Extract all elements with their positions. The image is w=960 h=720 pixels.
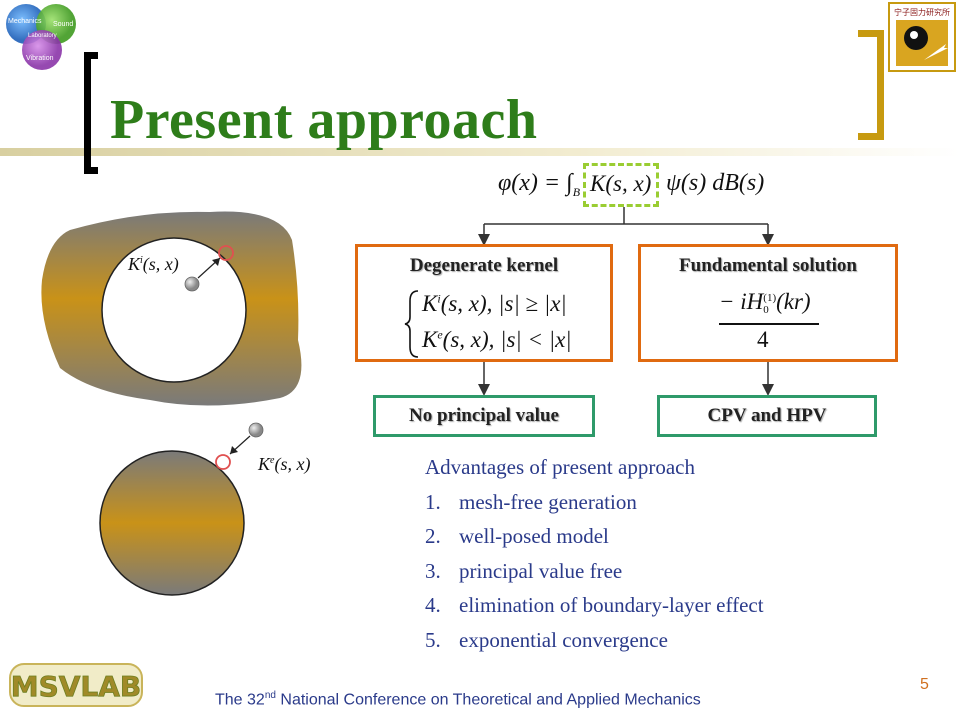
list-item-text: well-posed model [459,524,609,548]
left-bracket-decoration [84,52,98,174]
interior-kernel-sup: i [437,291,441,306]
advantages-list: Advantages of present approach 1. mesh-fr… [425,450,764,657]
list-item-text: elimination of boundary-layer effect [459,593,764,617]
fig-exterior-sup: e [270,455,275,466]
hankel-subscript: 0 [763,303,769,316]
equation-kernel: K(s, x) [590,171,652,196]
degenerate-kernel-label: Degenerate kernel [409,255,559,276]
interior-kernel-symbol: K [422,291,438,316]
slide-footer: The 32nd National Conference on Theoreti… [215,690,701,709]
equation-rhs: ψ(s) dB(s) [666,170,765,196]
exterior-kernel-label: Ke(s, x) [258,454,310,475]
footer-text-end: National Conference on Theoretical and A… [275,691,701,709]
list-item: 4. elimination of boundary-layer effect [425,588,764,623]
equation-integral-subscript: B [572,184,581,199]
interior-hole [101,237,247,383]
exterior-boundary-point [215,454,231,470]
list-item: 1. mesh-free generation [425,485,764,520]
fundamental-solution-box: Fundamental solution − iH(1)0 (kr) 4 [638,244,898,362]
equation-lhs: φ(x) = ∫ [498,170,573,196]
page-number: 5 [920,676,929,693]
domain-figures [41,211,302,596]
logo-word-sound: Sound [53,21,73,28]
left-brace-icon [404,290,419,358]
hankel-superscript: (1) [763,291,777,304]
msvlab-logo-text: MSVLAB [11,670,142,703]
interior-boundary-point [218,245,234,261]
fundamental-denominator: 4 [757,327,769,352]
fig-interior-sup: i [140,255,143,266]
fig-exterior-k: K [258,454,271,474]
list-item-number: 1. [425,489,441,514]
list-item: 5. exponential convergence [425,623,764,658]
footer-superscript: nd [264,690,276,701]
interior-kernel-label: Ki(s, x) [128,254,179,275]
exterior-kernel-symbol: K [422,327,438,352]
cpv-hpv-box: CPV and HPV [657,395,877,437]
interior-kernel-condition: (s, x), |s| ≥ |x| [440,291,567,316]
list-item: 2. well-posed model [425,519,764,554]
slide-title: Present approach [110,89,538,151]
institute-logo: 宁子固力研究所 [888,2,956,72]
list-item-text: exponential convergence [459,627,668,652]
list-item-number: 4. [425,593,441,617]
interior-source-point [184,276,200,292]
hankel-symbol: − iH [719,289,764,314]
degenerate-case-exterior: Ke(s, x), |s| < |x| [422,327,572,353]
title-underline-rule [0,148,960,156]
msv-lab-circle-logo: Mechanics Sound Laboratory Vibration [6,4,76,70]
main-equation: φ(x) = ∫B [498,170,580,200]
logo-word-laboratory: Laboratory [28,33,57,39]
exterior-domain-disk [99,450,245,596]
exterior-source-point [248,422,264,438]
fig-interior-k: K [128,254,141,274]
list-item-number: 2. [425,524,441,548]
advantages-heading: Advantages of present approach [425,455,695,479]
right-bracket-decoration [858,30,884,140]
degenerate-kernel-box: Degenerate kernel Ki(s, x), |s| ≥ |x| Ke… [355,244,613,362]
list-item: 3. principal value free [425,554,764,589]
fig-interior-args: (s, x) [142,254,179,274]
fraction-bar [719,323,819,325]
hankel-argument: (kr) [776,289,811,314]
cpv-hpv-label: CPV and HPV [707,405,827,426]
no-principal-value-label: No principal value [409,405,559,426]
list-item-text: mesh-free generation [459,489,637,514]
logo-word-vibration: Vibration [26,55,54,62]
list-item-text: principal value free [459,558,623,583]
kernel-dashed-highlight [583,163,659,207]
list-item-number: 5. [425,627,441,652]
fig-exterior-args: (s, x) [274,454,311,474]
institute-logo-text: 宁子固力研究所 [894,7,950,17]
fundamental-numerator: − iH(1)0 (kr) [719,289,811,316]
exterior-kernel-sup: e [437,327,443,342]
fundamental-solution-label: Fundamental solution [679,255,857,276]
no-principal-value-box: No principal value [373,395,595,437]
msvlab-logo: MSVLAB [9,663,143,707]
list-item-number: 3. [425,558,441,583]
exterior-kernel-condition: (s, x), |s| < |x| [442,327,572,352]
footer-text-start: The 32 [215,691,265,709]
degenerate-case-interior: Ki(s, x), |s| ≥ |x| [422,291,567,317]
logo-word-mechanics: Mechanics [8,18,42,25]
